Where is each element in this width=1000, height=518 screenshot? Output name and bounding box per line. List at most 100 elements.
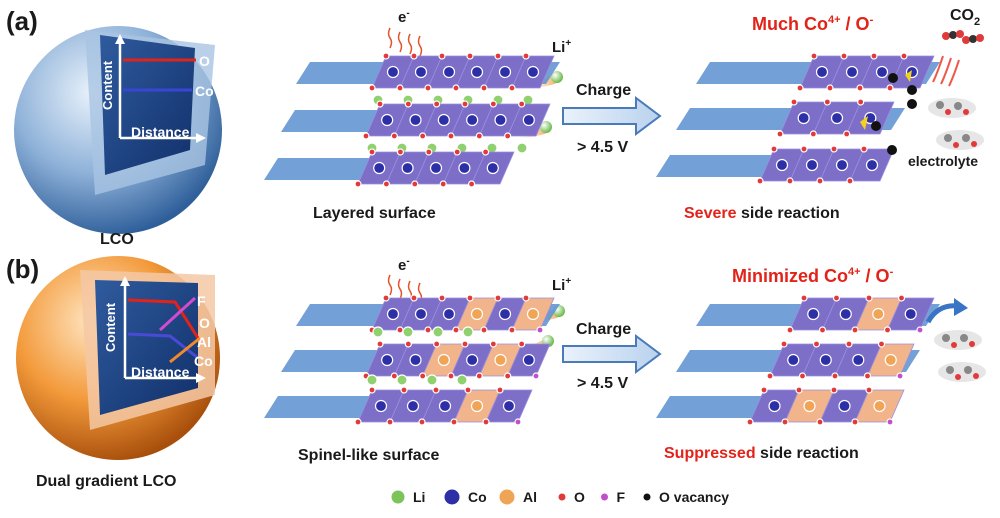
electrolyte-molecule-icon	[928, 98, 984, 150]
o-atom	[860, 145, 868, 153]
co-atom	[864, 111, 877, 125]
charge-label-a: Charge	[576, 82, 631, 99]
li-atom	[426, 374, 438, 386]
co-atom	[386, 307, 400, 321]
o-atom	[447, 132, 455, 140]
o-atom	[830, 386, 838, 394]
o-atom	[461, 100, 469, 108]
co-atom	[470, 65, 484, 79]
o-atom	[798, 372, 807, 380]
o-atom	[452, 84, 460, 92]
al-atom	[872, 307, 885, 321]
o-atom	[508, 84, 516, 92]
dual-axis-y: Content	[103, 302, 118, 352]
o-atom	[382, 294, 390, 302]
o-atom	[382, 180, 390, 188]
o-atom	[865, 386, 873, 394]
co-atom	[381, 353, 394, 367]
co-atom	[442, 65, 456, 79]
o-atom	[776, 130, 784, 138]
legend-swatch-li	[390, 489, 406, 505]
legend-label-al: Al	[523, 489, 537, 505]
o-atom	[809, 130, 817, 138]
co-atom	[787, 353, 800, 367]
o-atom	[522, 294, 530, 302]
o-atom	[508, 326, 516, 334]
lco-axis-x: Distance	[131, 124, 190, 140]
o-atom	[453, 148, 461, 156]
o-atom	[786, 326, 794, 334]
o-atom	[518, 340, 526, 348]
charge-label-b: Charge	[576, 321, 631, 338]
o-atom	[396, 84, 404, 92]
o-atom	[419, 132, 427, 140]
f-atom	[536, 326, 544, 334]
panel-b-tag: (b)	[6, 254, 39, 284]
o-atom	[786, 177, 794, 185]
li-atom	[516, 142, 528, 154]
o-atom	[522, 52, 530, 60]
co-atom	[498, 307, 512, 321]
co-atom	[502, 399, 516, 413]
o-atom	[780, 340, 788, 348]
o-atom	[832, 294, 841, 302]
o-atom	[883, 326, 892, 334]
voltage-label-b: > 4.5 V	[577, 375, 628, 392]
o-atom	[482, 148, 490, 156]
legend-swatch-al	[498, 488, 516, 506]
electron-wavy-arrows-a	[387, 27, 423, 57]
o-atom	[450, 418, 458, 426]
charge-arrow-a[interactable]	[562, 96, 662, 136]
o-atom	[390, 372, 398, 380]
curve-label-co: Co	[195, 83, 214, 99]
co-atom	[830, 111, 844, 125]
o-atom	[466, 294, 474, 302]
f-atom	[916, 326, 924, 334]
f-atom	[896, 372, 904, 380]
charge-arrow-b[interactable]	[562, 334, 662, 374]
co-atom	[819, 353, 832, 367]
o-atom	[368, 148, 376, 156]
o-atom	[466, 52, 474, 60]
spark-icon	[905, 70, 912, 82]
legend-label-o-vacancy: O vacancy	[659, 489, 729, 505]
gas-release-icon	[932, 55, 960, 87]
dual-axis-x: Distance	[131, 364, 190, 380]
lco-label: LCO	[100, 231, 134, 248]
al-atom	[803, 399, 816, 413]
electrolyte-label: electrolyte	[908, 153, 978, 169]
minimized-co-label: Minimized Co4+ / O-	[732, 266, 894, 286]
o-atom	[480, 326, 488, 334]
al-atom	[884, 353, 897, 367]
o-atom	[482, 418, 490, 426]
layered-structure	[264, 52, 560, 188]
f-atom	[532, 372, 540, 380]
o-atom	[480, 84, 488, 92]
co-atom	[904, 307, 917, 321]
co-atom	[458, 161, 471, 175]
li-atom	[456, 374, 468, 386]
o-atom	[800, 294, 808, 302]
o-atom	[800, 145, 808, 153]
al-atom	[526, 307, 540, 321]
co-atom	[386, 65, 400, 79]
o-atom	[870, 52, 878, 60]
co-atom	[381, 113, 394, 127]
dual-gradient-lco-label: Dual gradient LCO	[36, 473, 176, 490]
legend-swatch-f	[600, 492, 609, 502]
electron-label-b: e-	[398, 256, 410, 274]
curve-label-co-b: Co	[194, 353, 213, 369]
f-atom	[514, 418, 522, 426]
co2-molecule-icon	[942, 30, 984, 44]
co-atom	[406, 399, 420, 413]
electron-label-a: e-	[398, 8, 410, 26]
co-atom	[494, 113, 507, 127]
o-atom	[354, 418, 362, 426]
co2-label: CO2	[950, 7, 980, 28]
legend-swatch-o	[557, 492, 567, 502]
o-atom	[795, 386, 803, 394]
li-label-b: Li+	[552, 276, 571, 294]
o-atom	[865, 294, 873, 302]
f-atom	[886, 418, 894, 426]
o-atom	[376, 100, 384, 108]
